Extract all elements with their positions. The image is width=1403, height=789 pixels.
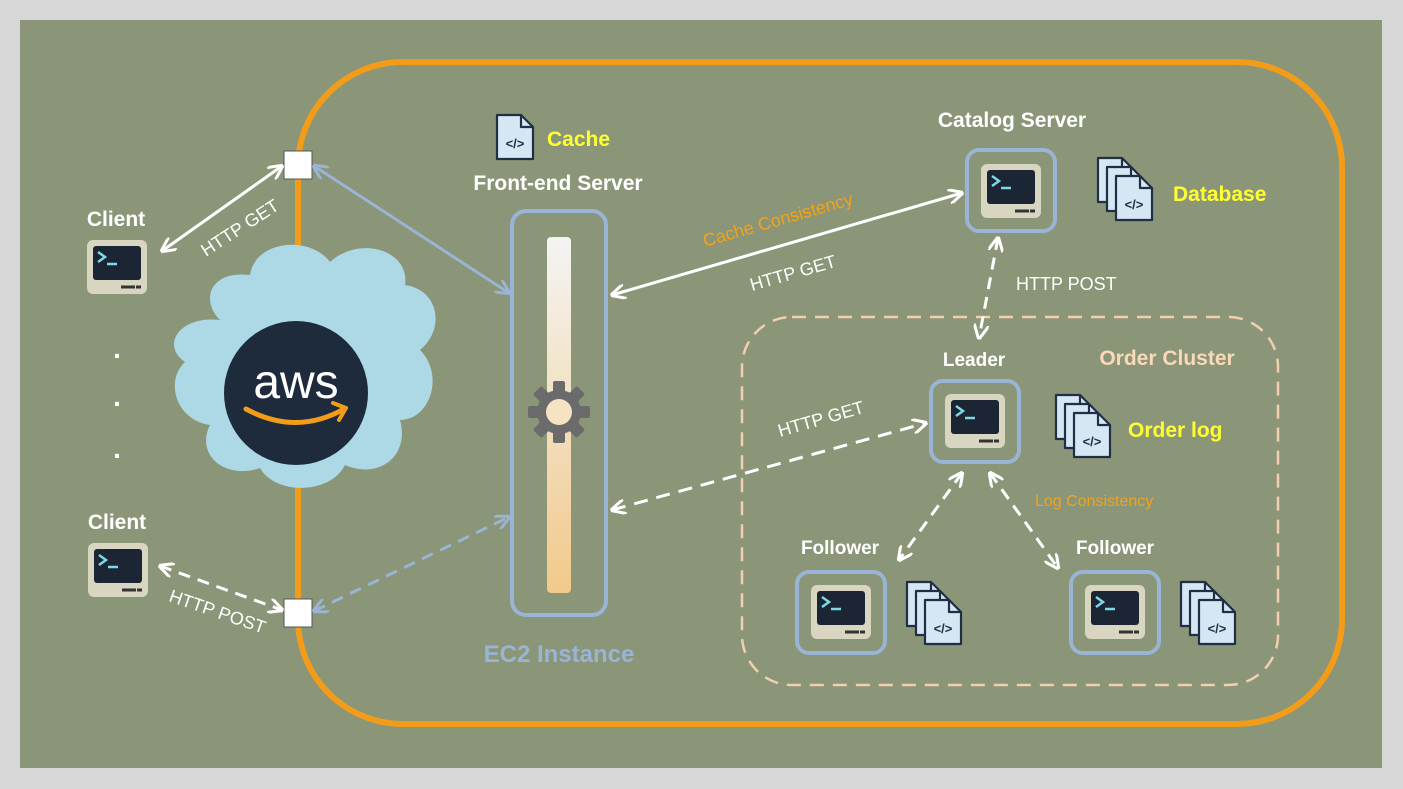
client-top-label: Client xyxy=(87,208,145,231)
follower-left-server-box xyxy=(795,570,887,655)
order-cluster-border xyxy=(740,315,1280,687)
frontend-catalog-arrow xyxy=(612,193,962,295)
log-consistency-label: Log Consistency xyxy=(1035,493,1153,510)
frontend-leader-arrow xyxy=(612,423,926,510)
client-bottom-label: Client xyxy=(88,511,146,534)
leader-follower-left-arrow xyxy=(899,473,962,560)
catalog-post-label: HTTP POST xyxy=(1016,274,1117,294)
catalog-terminal-icon xyxy=(979,162,1043,220)
follower-right-label: Follower xyxy=(1076,538,1155,559)
leader-label: Leader xyxy=(943,350,1006,371)
client-ellipsis-2: . xyxy=(113,381,121,412)
follower-right-terminal-icon xyxy=(1083,583,1147,641)
order-log-label: Order log xyxy=(1128,419,1223,442)
cache-label: Cache xyxy=(547,128,610,151)
port-top-to-frontend-arrow xyxy=(314,166,509,293)
leader-server-box xyxy=(929,379,1021,464)
frontend-label: Front-end Server xyxy=(473,172,642,195)
client-bottom-arrow xyxy=(160,566,282,610)
leader-terminal-icon xyxy=(943,392,1007,450)
port-top xyxy=(283,150,313,180)
gear-icon xyxy=(528,381,590,443)
follower-left-label: Follower xyxy=(801,538,880,559)
port-bottom xyxy=(283,598,313,628)
port-bottom-to-frontend-arrow xyxy=(314,517,509,611)
catalog-label: Catalog Server xyxy=(938,109,1086,132)
ec2-instance-label: EC2 Instance xyxy=(484,641,635,668)
client-top-arrow xyxy=(162,166,282,251)
client-bottom-terminal-icon xyxy=(86,541,150,599)
client-ellipsis-1: . xyxy=(113,333,121,364)
catalog-server-box xyxy=(965,148,1057,233)
aws-logo: aws xyxy=(224,321,368,465)
follower-left-terminal-icon xyxy=(809,583,873,641)
follower-right-server-box xyxy=(1069,570,1161,655)
cache-code-file-icon xyxy=(495,113,535,161)
client-top-terminal-icon xyxy=(85,238,149,296)
database-label: Database xyxy=(1173,183,1266,206)
order-cluster-label: Order Cluster xyxy=(1099,347,1234,370)
frontend-server-box xyxy=(510,209,608,617)
client-ellipsis-3: . xyxy=(113,433,121,464)
catalog-leader-arrow xyxy=(979,238,998,338)
aws-wordmark: aws xyxy=(253,356,338,409)
